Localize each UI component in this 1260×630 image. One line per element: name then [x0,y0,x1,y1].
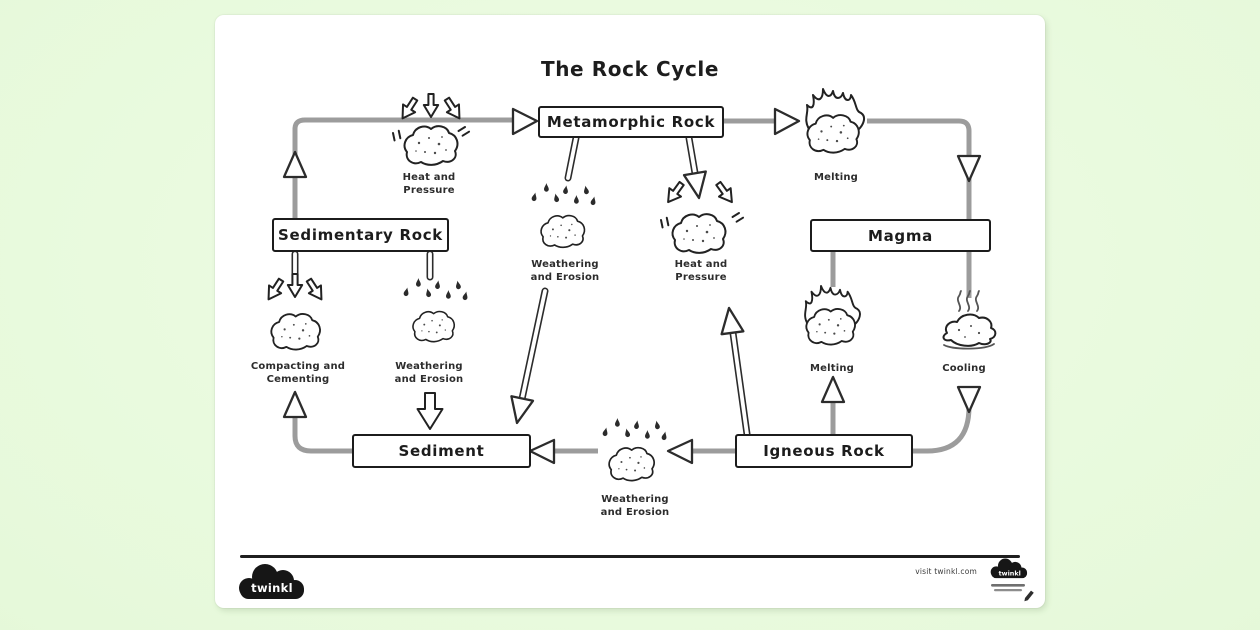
page-title: The Rock Cycle [540,57,720,81]
node-metamorphic-rock: Metamorphic Rock [538,106,724,138]
node-igneous-rock: Igneous Rock [735,434,913,468]
connector-weathering-to-sediment-diagonal [518,287,549,403]
label-weathering-mid: Weathering and Erosion [530,259,600,284]
label-heat-and-pressure-top: Heat and Pressure [402,172,456,197]
connector-magma-to-igneous [913,252,972,454]
connector-metamorphic-to-magma [724,118,972,219]
rock-icon [671,213,727,254]
visit-link[interactable]: visit twinkl.com [915,567,977,576]
melting-bottom-icon [804,285,861,346]
badge-text-bar [991,584,1025,587]
steam-rock-icon [942,313,997,350]
label-cooling: Cooling [942,363,986,374]
weathering-left-icon [403,278,469,343]
rock-icon [412,310,456,343]
node-sediment: Sediment [352,434,531,468]
label-heat-and-pressure-right: Heat and Pressure [674,259,728,284]
node-sedimentary-rock: Sedimentary Rock [272,218,449,252]
footer-divider [240,555,1020,558]
label-melting-top: Melting [813,172,859,183]
rock-icon [403,125,459,166]
weathering-bottom-icon [602,418,668,482]
melting-top-icon [805,88,866,154]
twinkl-quality-badge: twinkl [990,558,1034,602]
weathering-mid-icon [531,183,597,249]
rock-icon [270,313,321,351]
connector-sedimentary-to-metamorphic [292,117,525,218]
worksheet-page: The Rock Cycle [215,15,1045,608]
connector-metamorphic-to-weathering [564,134,580,182]
diagram-canvas [261,88,997,482]
label-melting-bottom: Melting [809,363,855,374]
compacting-icon [261,273,329,351]
label-compacting-cementing: Compacting and Cementing [250,361,346,386]
connector-igneous-to-heat-pressure-diagonal [729,329,751,438]
arrowheads [282,107,982,465]
pencil-icon [1024,590,1034,602]
heat-pressure-top-icon [389,93,471,166]
badge-text-bar [994,589,1022,592]
badge-brand-text: twinkl [999,569,1021,577]
twinkl-cloud-logo: twinkl [239,564,304,599]
rock-icon [540,214,586,249]
rock-icon [608,446,655,482]
connector-metamorphic-to-heat-pressure [685,134,699,177]
brand-text: twinkl [251,581,293,595]
cooling-icon [942,290,997,350]
label-weathering-left: Weathering and Erosion [394,361,464,386]
down-shaft-arrow [416,392,444,430]
label-weathering-bottom: Weathering and Erosion [600,494,670,519]
node-magma: Magma [810,219,991,252]
connector-sediment-to-sedimentary [292,414,352,454]
